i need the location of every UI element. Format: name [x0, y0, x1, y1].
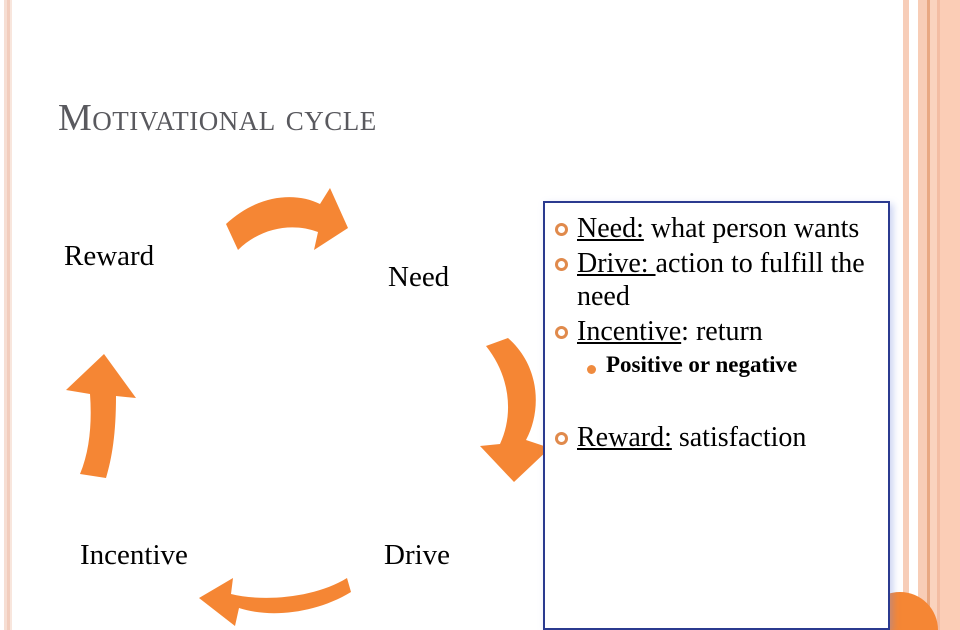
- ring-bullet-icon: [555, 432, 568, 446]
- sub-list-item: Positive or negative: [587, 352, 885, 377]
- left-border-stripe-1: [4, 0, 7, 630]
- dot-bullet-icon: [587, 365, 596, 375]
- list-item: Incentive: return: [555, 315, 885, 348]
- definition-list: Need: what person wants Drive: action to…: [555, 212, 885, 456]
- ring-bullet-icon: [555, 258, 568, 272]
- list-spacer: [555, 379, 885, 421]
- cycle-label-incentive: Incentive: [80, 539, 188, 571]
- cycle-arrow-up-icon: [66, 354, 136, 478]
- list-item-text: Drive: action to fulfill the need: [577, 247, 885, 313]
- term-drive: Drive:: [577, 248, 656, 280]
- sub-list-item-text: Positive or negative: [606, 352, 798, 378]
- cycle-arrow-down-icon: [480, 338, 550, 482]
- right-border-stripe-5: [930, 0, 937, 630]
- term-need: Need:: [577, 213, 644, 244]
- definitions-textbox: Need: what person wants Drive: action to…: [543, 201, 890, 630]
- term-reward: Reward:: [577, 422, 672, 454]
- list-item: Need: what person wants: [555, 212, 885, 245]
- right-border-stripe-3: [918, 0, 927, 630]
- ring-bullet-icon: [555, 223, 568, 236]
- left-border-stripe-2: [7, 0, 10, 630]
- ring-bullet-icon: [555, 326, 568, 340]
- list-item: Reward: satisfaction: [555, 421, 885, 454]
- cycle-arrow-left-icon: [199, 578, 351, 626]
- left-border-stripe-3: [10, 0, 12, 630]
- cycle-label-need: Need: [388, 261, 450, 293]
- right-border-stripe-2: [909, 0, 918, 630]
- cycle-label-drive: Drive: [384, 539, 451, 571]
- list-item: Drive: action to fulfill the need: [555, 247, 885, 313]
- definition-reward: satisfaction: [671, 422, 807, 454]
- list-item-text: Need: what person wants: [577, 212, 859, 245]
- right-border-stripe-6: [937, 0, 940, 630]
- right-border-stripe-1: [903, 0, 909, 630]
- definition-drive: action to fulfill the need: [577, 248, 865, 313]
- list-item-text: Reward: satisfaction: [577, 421, 806, 454]
- list-item-text: Incentive: return: [577, 315, 763, 348]
- right-border-stripe-4: [927, 0, 930, 630]
- term-incentive: Incentive: [577, 316, 682, 348]
- definition-need: what person wants: [643, 213, 860, 244]
- cycle-label-reward: Reward: [64, 240, 155, 272]
- right-border-stripe-7: [940, 0, 960, 630]
- definition-incentive: : return: [681, 316, 763, 348]
- cycle-arrow-right-icon: [226, 188, 348, 250]
- page-title: Motivational cycle: [58, 97, 377, 139]
